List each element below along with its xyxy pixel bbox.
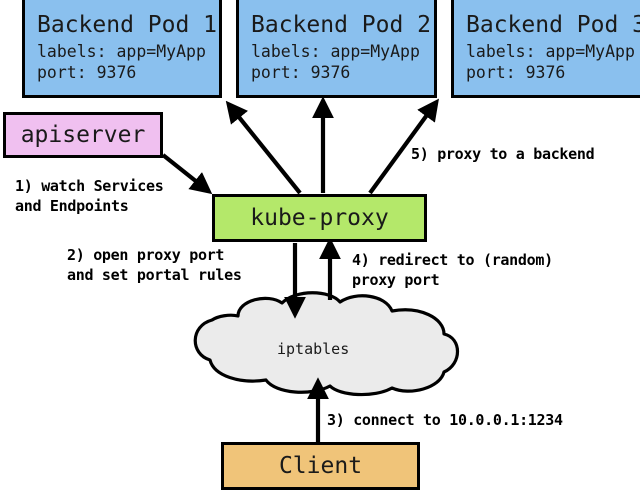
step-2-label: 2) open proxy port and set portal rules <box>67 246 242 286</box>
step-4-line-1: 4) redirect to (random) <box>352 251 553 269</box>
backend-pod-1-labels: labels: app=MyApp <box>37 41 206 61</box>
kube-proxy-label: kube-proxy <box>250 205 389 231</box>
backend-pod-1-box[interactable]: Backend Pod 1 labels: app=MyApp port: 93… <box>22 0 222 98</box>
backend-pod-2-title: Backend Pod 2 <box>251 11 432 38</box>
backend-pod-2-box[interactable]: Backend Pod 2 labels: app=MyApp port: 93… <box>236 0 437 98</box>
client-box[interactable]: Client <box>221 442 420 490</box>
step-3-label: 3) connect to 10.0.0.1:1234 <box>327 411 563 431</box>
backend-pod-2-port: port: 9376 <box>251 62 351 82</box>
backend-pod-3-title: Backend Pod 3 <box>466 11 640 38</box>
step-2-line-2: and set portal rules <box>67 265 242 284</box>
step-5-line-1: 5) proxy to a backend <box>411 145 595 163</box>
backend-pod-3-port: port: 9376 <box>466 62 566 82</box>
backend-pod-1-port: port: 9376 <box>37 62 137 82</box>
apiserver-box[interactable]: apiserver <box>3 112 163 158</box>
step-1-line-2: and Endpoints <box>15 196 129 215</box>
backend-pod-1-title: Backend Pod 1 <box>37 11 218 38</box>
iptables-cloud-shape <box>193 291 459 397</box>
iptables-label: iptables <box>277 340 350 358</box>
backend-pod-2-labels: labels: app=MyApp <box>251 41 420 61</box>
step-1-line-1: 1) watch Services <box>15 177 164 195</box>
step-4-label: 4) redirect to (random) proxy port <box>352 251 553 291</box>
apiserver-label: apiserver <box>20 122 146 148</box>
backend-pod-3-box[interactable]: Backend Pod 3 labels: app=MyApp port: 93… <box>451 0 640 98</box>
backend-pod-3-labels: labels: app=MyApp <box>466 41 635 61</box>
step-4-line-2: proxy port <box>352 270 440 289</box>
client-label: Client <box>278 453 363 479</box>
step-3-line-1: 3) connect to 10.0.0.1:1234 <box>327 411 563 429</box>
arrow-apiserver-to-kubeproxy <box>161 153 213 195</box>
kube-proxy-box[interactable]: kube-proxy <box>212 194 427 242</box>
arrow-kubeproxy-to-pod3 <box>368 98 439 195</box>
step-5-label: 5) proxy to a backend <box>411 145 595 165</box>
arrow-kubeproxy-to-pod1 <box>225 100 302 195</box>
step-2-line-1: 2) open proxy port <box>67 246 225 264</box>
step-1-label: 1) watch Services and Endpoints <box>15 177 164 217</box>
